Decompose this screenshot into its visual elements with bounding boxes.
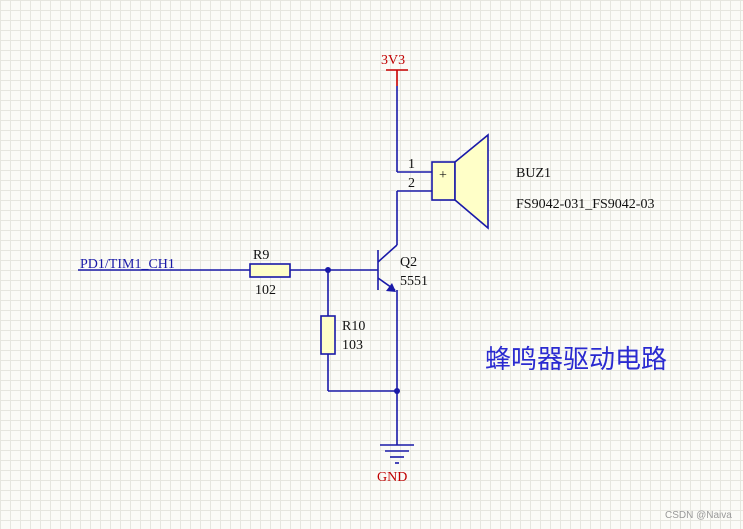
diagram-title: 蜂鸣器驱动电路 [485,345,667,375]
r10-designator: R10 [342,319,365,334]
buzzer-pin2-label: 2 [408,176,415,191]
buzzer-buz1: + 1 2 BUZ1 FS9042-031_FS9042-03 [408,133,654,230]
buzzer-part-number: FS9042-031_FS9042-03 [516,197,654,212]
power-net-label: 3V3 [381,53,405,68]
wire-base [290,267,378,273]
power-port-3v3: 3V3 [381,53,408,86]
wire-emitter [394,290,400,445]
q2-designator: Q2 [400,255,417,270]
transistor-q2: Q2 5551 [377,244,428,292]
r9-value: 102 [255,283,276,298]
q2-value: 5551 [400,274,428,289]
ground-net-label: GND [377,470,407,485]
wire-vcc [396,86,432,173]
r9-designator: R9 [253,248,269,263]
buzzer-pin1-label: 1 [408,157,415,172]
ground-symbol-icon: GND [377,444,414,485]
input-net-label: PD1/TIM1_CH1 [80,257,175,272]
resistor-r9: R9 102 [249,248,291,298]
wire-buzzer-collector [396,190,432,245]
watermark: CSDN @Naiva [665,510,732,521]
r10-value: 103 [342,338,363,353]
resistor-r10: R10 103 [320,270,397,392]
emitter-arrow-icon [386,283,396,292]
buzzer-polarity-mark: + [439,168,447,183]
buzzer-designator: BUZ1 [516,166,551,181]
input-net: PD1/TIM1_CH1 [78,257,250,272]
